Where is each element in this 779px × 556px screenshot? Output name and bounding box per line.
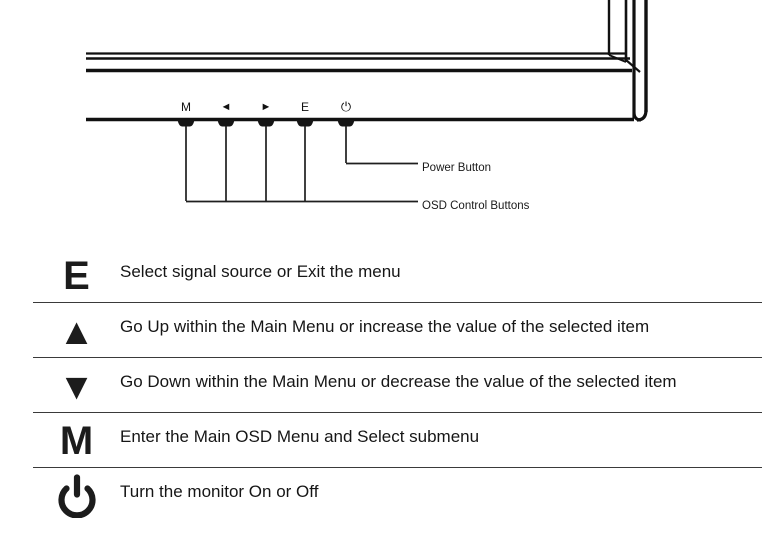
power-symbol-glyph bbox=[57, 474, 96, 518]
row-description: Turn the monitor On or Off bbox=[120, 482, 319, 501]
monitor-bottom-bezel-diagram: M ◄ ► E ⏻ Power Button OSD Control Butto… bbox=[0, 0, 779, 240]
table-row: ▲ Go Up within the Main Menu or increase… bbox=[33, 302, 762, 357]
bezel-label-menu: M bbox=[181, 100, 191, 114]
menu-m-glyph: M bbox=[59, 419, 94, 463]
exit-e-glyph: E bbox=[63, 254, 90, 298]
bezel-label-left: ◄ bbox=[220, 101, 232, 113]
row-description: Go Up within the Main Menu or increase t… bbox=[120, 317, 650, 336]
key-cap-menu bbox=[177, 120, 195, 127]
button-function-table: E Select signal source or Exit the menu … bbox=[33, 248, 762, 522]
down-triangle-glyph: ▼ bbox=[58, 365, 95, 407]
table-row: M Enter the Main OSD Menu and Select sub… bbox=[33, 412, 762, 467]
monitor-diagram-svg bbox=[86, 0, 648, 203]
table-row: Turn the monitor On or Off bbox=[33, 467, 762, 522]
table-row: ▼ Go Down within the Main Menu or decrea… bbox=[33, 357, 762, 412]
down-triangle-icon: ▼ bbox=[33, 358, 120, 412]
key-cap-power bbox=[337, 120, 355, 127]
callout-power-button: Power Button bbox=[422, 162, 492, 174]
key-cap-exit bbox=[296, 120, 314, 127]
table-row: E Select signal source or Exit the menu bbox=[33, 248, 762, 302]
up-triangle-glyph: ▲ bbox=[58, 310, 95, 352]
row-description: Select signal source or Exit the menu bbox=[120, 262, 401, 281]
menu-m-icon: M bbox=[33, 413, 120, 467]
bezel-label-power: ⏻ bbox=[340, 99, 352, 114]
bezel-label-right: ► bbox=[260, 101, 272, 113]
key-caps bbox=[177, 120, 355, 127]
exit-e-icon: E bbox=[33, 248, 120, 302]
callout-osd-control-buttons: OSD Control Buttons bbox=[422, 200, 530, 212]
key-cap-right bbox=[257, 120, 275, 127]
row-description: Go Down within the Main Menu or decrease… bbox=[120, 372, 677, 391]
monitor-bezel-outline bbox=[86, 0, 648, 122]
row-description: Enter the Main OSD Menu and Select subme… bbox=[120, 427, 480, 446]
key-cap-left bbox=[217, 120, 235, 127]
up-triangle-icon: ▲ bbox=[33, 303, 120, 357]
bezel-label-exit: E bbox=[300, 100, 309, 114]
leader-lines bbox=[185, 126, 418, 203]
power-icon bbox=[33, 468, 120, 522]
